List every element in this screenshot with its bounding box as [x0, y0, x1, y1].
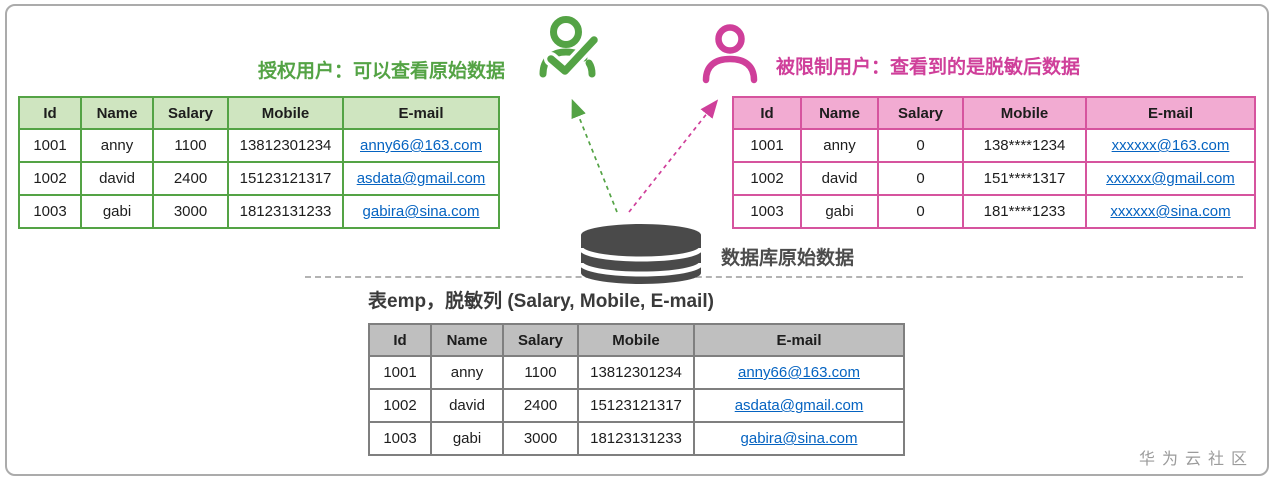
table-cell: 13812301234 [227, 128, 344, 163]
table-cell: 151****1317 [962, 161, 1087, 196]
table-cell: 1100 [502, 355, 579, 390]
email-link[interactable]: anny66@163.com [360, 137, 482, 154]
table-cell: 1003 [732, 194, 802, 229]
table-cell: david [800, 161, 879, 196]
table-cell: xxxxxx@sina.com [1085, 194, 1256, 229]
dashed-divider [305, 276, 1243, 278]
table-cell: 138****1234 [962, 128, 1087, 163]
email-link[interactable]: gabira@sina.com [740, 430, 858, 447]
table-row: 1001 anny 1100 13812301234 anny66@163.co… [18, 128, 500, 163]
column-header: Id [18, 96, 82, 130]
database-label: 数据库原始数据 [721, 248, 855, 269]
table-cell: xxxxxx@gmail.com [1085, 161, 1256, 196]
table-cell: anny [430, 355, 504, 390]
email-link[interactable]: anny66@163.com [738, 364, 860, 381]
table-cell: asdata@gmail.com [693, 388, 905, 423]
email-link[interactable]: xxxxxx@gmail.com [1106, 170, 1235, 187]
table-cell: anny [80, 128, 154, 163]
table-cell: anny66@163.com [693, 355, 905, 390]
table-cell: 1100 [152, 128, 229, 163]
email-link[interactable]: xxxxxx@163.com [1111, 137, 1230, 154]
table-cell: 1003 [18, 194, 82, 229]
column-header: Mobile [577, 323, 695, 357]
email-link[interactable]: asdata@gmail.com [356, 170, 486, 187]
user-check-icon [539, 16, 601, 78]
table-row: 1001 anny 0 138****1234 xxxxxx@163.com [732, 128, 1256, 163]
table-cell: 1002 [732, 161, 802, 196]
table-header-row: Id Name Salary Mobile E-mail [368, 323, 905, 357]
table-cell: 15123121317 [577, 388, 695, 423]
arrow-to-authorized-user [571, 98, 618, 213]
table-cell: 1003 [368, 421, 432, 456]
table-cell: gabira@sina.com [693, 421, 905, 456]
table-cell: 0 [877, 128, 964, 163]
table-cell: 1002 [18, 161, 82, 196]
column-header: Mobile [227, 96, 344, 130]
column-header: Name [80, 96, 154, 130]
table-row: 1003 gabi 3000 18123131233 gabira@sina.c… [18, 194, 500, 229]
column-header: Name [800, 96, 879, 130]
column-header: E-mail [693, 323, 905, 357]
table-cell: 2400 [502, 388, 579, 423]
original-table-title: 表emp，脱敏列 (Salary, Mobile, E-mail) [368, 291, 714, 312]
column-header: Mobile [962, 96, 1087, 130]
table-header-row: Id Name Salary Mobile E-mail [18, 96, 500, 130]
restricted-user-title: 被限制用户：查看到的是脱敏后数据 [776, 57, 1081, 78]
table-cell: gabira@sina.com [342, 194, 500, 229]
table-cell: xxxxxx@163.com [1085, 128, 1256, 163]
column-header: Salary [877, 96, 964, 130]
table-cell: anny [800, 128, 879, 163]
arrow-to-restricted-user [628, 99, 719, 213]
table-cell: 15123121317 [227, 161, 344, 196]
table-cell: 13812301234 [577, 355, 695, 390]
table-cell: david [430, 388, 504, 423]
database-icon [579, 224, 703, 284]
table-cell: 0 [877, 194, 964, 229]
table-cell: gabi [80, 194, 154, 229]
table-row: 1003 gabi 0 181****1233 xxxxxx@sina.com [732, 194, 1256, 229]
table-cell: 3000 [152, 194, 229, 229]
column-header: Name [430, 323, 504, 357]
table-cell: 18123131233 [227, 194, 344, 229]
table-cell: 2400 [152, 161, 229, 196]
table-cell: 1001 [18, 128, 82, 163]
authorized-user-title: 授权用户：可以查看原始数据 [258, 61, 506, 82]
table-cell: 3000 [502, 421, 579, 456]
user-icon [702, 24, 758, 84]
table-cell: 18123131233 [577, 421, 695, 456]
table-cell: david [80, 161, 154, 196]
table-cell: gabi [430, 421, 504, 456]
table-cell: 1002 [368, 388, 432, 423]
table-row: 1002 david 0 151****1317 xxxxxx@gmail.co… [732, 161, 1256, 196]
table-cell: 0 [877, 161, 964, 196]
table-cell: gabi [800, 194, 879, 229]
column-header: E-mail [342, 96, 500, 130]
email-link[interactable]: gabira@sina.com [362, 203, 480, 220]
table-cell: 1001 [732, 128, 802, 163]
table-cell: asdata@gmail.com [342, 161, 500, 196]
column-header: Id [732, 96, 802, 130]
column-header: Salary [152, 96, 229, 130]
original-data-table: Id Name Salary Mobile E-mail 1001 anny 1… [368, 323, 905, 456]
table-row: 1003 gabi 3000 18123131233 gabira@sina.c… [368, 421, 905, 456]
restricted-table: Id Name Salary Mobile E-mail 1001 anny 0… [732, 96, 1256, 229]
column-header: Salary [502, 323, 579, 357]
email-link[interactable]: xxxxxx@sina.com [1110, 203, 1231, 220]
table-row: 1002 david 2400 15123121317 asdata@gmail… [368, 388, 905, 423]
table-header-row: Id Name Salary Mobile E-mail [732, 96, 1256, 130]
column-header: E-mail [1085, 96, 1256, 130]
table-row: 1001 anny 1100 13812301234 anny66@163.co… [368, 355, 905, 390]
email-link[interactable]: asdata@gmail.com [734, 397, 864, 414]
table-row: 1002 david 2400 15123121317 asdata@gmail… [18, 161, 500, 196]
table-cell: 1001 [368, 355, 432, 390]
column-header: Id [368, 323, 432, 357]
watermark: 华为云社区 [1138, 451, 1254, 468]
table-cell: 181****1233 [962, 194, 1087, 229]
table-cell: anny66@163.com [342, 128, 500, 163]
authorized-table: Id Name Salary Mobile E-mail 1001 anny 1… [18, 96, 500, 229]
